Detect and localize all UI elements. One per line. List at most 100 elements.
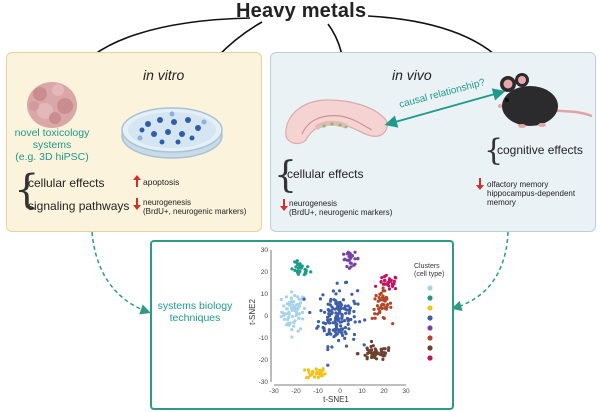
scatter-point xyxy=(318,297,322,301)
cognitive-effects-label: cognitive effects xyxy=(497,143,583,157)
scatter-point xyxy=(279,297,283,302)
scatter-point xyxy=(293,307,297,311)
scatter-point xyxy=(383,347,387,351)
scatter-point xyxy=(310,372,314,376)
scatter-point xyxy=(292,293,297,298)
scatter-point xyxy=(344,332,348,336)
scatter-point xyxy=(287,302,291,306)
scatter-point xyxy=(390,284,395,288)
scatter-point xyxy=(366,351,370,355)
scatter-point xyxy=(331,328,335,332)
scatter-point xyxy=(368,349,372,353)
scatter-point xyxy=(329,309,333,313)
scatter-point xyxy=(348,308,352,313)
vitro-signaling-pathways: signaling pathways xyxy=(28,199,130,213)
y-axis-label: t-SNE2 xyxy=(248,299,257,325)
scatter-point xyxy=(326,320,330,324)
scatter-point xyxy=(353,250,357,254)
scatter-point xyxy=(383,306,387,310)
legend xyxy=(427,285,433,361)
scatter-point xyxy=(343,319,347,323)
scatter-point xyxy=(306,375,310,379)
scatter-point xyxy=(350,292,354,296)
scatter-point xyxy=(287,315,291,319)
scatter-point xyxy=(340,312,344,317)
scatter-point xyxy=(362,343,366,347)
scatter-point xyxy=(345,316,349,321)
scatter-point xyxy=(299,327,303,331)
scatter-point xyxy=(314,367,318,371)
scatter-point xyxy=(381,282,386,286)
scatter-point xyxy=(386,282,390,286)
memory-effects: olfactory memory hippocampus-dependent m… xyxy=(487,180,576,207)
scatter-point xyxy=(348,261,352,265)
scatter-point xyxy=(391,322,395,326)
scatter-point xyxy=(353,262,357,266)
scatter-point xyxy=(325,332,329,337)
petri-dish-icon xyxy=(121,107,223,159)
scatter-point xyxy=(293,319,297,323)
scatter-point xyxy=(369,344,373,349)
scatter-point xyxy=(298,301,303,305)
scatter-point xyxy=(296,302,300,306)
scatter-point xyxy=(346,322,350,326)
scatter-point xyxy=(383,278,387,282)
scatter-points xyxy=(279,250,398,380)
legend-dot xyxy=(427,345,433,351)
scatter-point xyxy=(296,329,300,333)
scatter-point xyxy=(315,371,319,375)
scatter-point xyxy=(343,336,347,340)
systems-biology-label: systems biology techniques xyxy=(157,300,233,324)
scatter-point xyxy=(297,312,302,316)
scatter-point xyxy=(302,306,307,311)
scatter-point xyxy=(306,265,310,269)
down-arrow-icon xyxy=(280,199,288,211)
scatter-point xyxy=(343,304,347,308)
scatter-point xyxy=(345,264,349,269)
scatter-point xyxy=(348,306,352,310)
scatter-point xyxy=(356,256,360,260)
scatter-point xyxy=(319,373,323,378)
scatter-point xyxy=(381,286,385,290)
scatter-point xyxy=(292,324,296,328)
scatter-point xyxy=(308,310,312,315)
scatter-point xyxy=(339,303,344,307)
scatter-point xyxy=(338,310,342,314)
scatter-point xyxy=(335,322,339,326)
scatter-point xyxy=(363,353,367,357)
legend-dot xyxy=(427,285,433,291)
scatter-point xyxy=(334,292,338,296)
scatter-point xyxy=(337,289,342,293)
scatter-point xyxy=(382,316,386,320)
scatter-point xyxy=(279,315,283,319)
x-tick-label: 30 xyxy=(402,388,410,395)
scatter-point xyxy=(321,321,326,325)
scatter-point xyxy=(329,297,333,301)
scatter-point xyxy=(342,306,346,310)
scatter-point xyxy=(373,312,377,316)
scatter-point xyxy=(326,345,330,349)
scatter-point xyxy=(380,295,385,300)
scatter-point xyxy=(344,280,349,284)
y-tick-label: 10 xyxy=(261,291,269,298)
legend-title-2: (cell type) xyxy=(414,271,444,278)
scatter-point xyxy=(335,332,339,336)
scatter-point xyxy=(285,307,289,311)
scatter-point xyxy=(388,301,393,305)
scatter-point xyxy=(356,289,360,293)
scatter-point xyxy=(370,353,374,357)
scatter-point xyxy=(289,296,293,300)
mouse-icon xyxy=(498,73,593,128)
scatter-point xyxy=(326,363,330,367)
scatter-point xyxy=(378,311,382,315)
vivo-cellular-effects: cellular effects xyxy=(287,167,364,181)
down-arrow-icon xyxy=(476,178,484,190)
vivo-neurogenesis: neurogenesis (BrdU+, neurogenic markers) xyxy=(289,199,393,217)
scatter-point xyxy=(311,370,315,374)
scatter-point xyxy=(344,344,349,348)
scatter-point xyxy=(347,266,351,270)
scatter-point xyxy=(352,337,356,341)
scatter-point xyxy=(312,375,317,379)
scatter-point xyxy=(291,315,295,319)
